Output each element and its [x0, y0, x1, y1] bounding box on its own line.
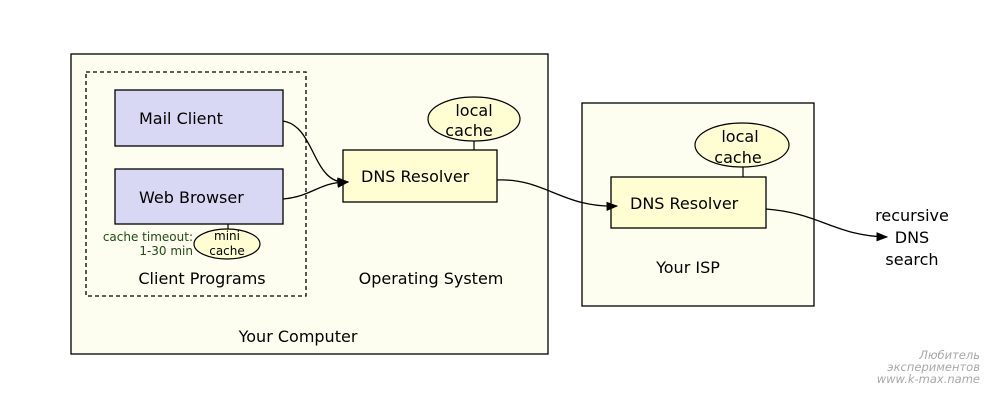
cache-timeout-line-2: 1-30 min — [139, 244, 193, 258]
arrow-isp-to-recursive-search — [765, 208, 889, 242]
mail-client-label: Mail Client — [139, 109, 223, 128]
watermark: Любитель экспериментов www.k-max.name — [877, 349, 980, 385]
isp-local-cache — [694, 122, 790, 168]
os-dns-resolver-label: DNS Resolver — [361, 167, 470, 186]
recursive-line-1: recursive — [875, 206, 949, 225]
watermark-line-3: www.k-max.name — [876, 372, 980, 386]
os-local-cache — [427, 96, 521, 142]
recursive-line-3: search — [885, 250, 938, 269]
cache-timeout-line-1: cache timeout: — [103, 230, 193, 244]
your-computer-label: Your Computer — [238, 327, 358, 346]
web-browser-box — [114, 168, 284, 225]
browser-cache-line-1: mini — [214, 229, 240, 243]
isp-dns-resolver-box — [610, 176, 767, 229]
os-cache-line-2: cache — [445, 121, 492, 140]
watermark-line-2: экспериментов — [887, 360, 980, 374]
client-programs-label: Client Programs — [138, 269, 265, 288]
arrow-os-to-isp-resolver — [496, 179, 619, 212]
isp-cache-line-2: cache — [714, 148, 761, 167]
arrow-browser-to-os-resolver — [282, 177, 350, 200]
browser-mini-cache — [193, 228, 261, 260]
your-isp-label: Your ISP — [655, 258, 720, 277]
client-programs-group — [85, 71, 307, 297]
web-browser-label: Web Browser — [139, 188, 244, 207]
mail-client-box — [114, 89, 284, 147]
isp-dns-resolver-label: DNS Resolver — [630, 194, 739, 213]
os-dns-resolver-box — [342, 149, 498, 203]
recursive-line-2: DNS — [895, 228, 929, 247]
watermark-line-1: Любитель — [919, 348, 980, 362]
isp-cache-line-1: local — [721, 127, 758, 146]
browser-cache-line-2: cache — [209, 244, 245, 258]
os-cache-line-1: local — [455, 101, 492, 120]
operating-system-label: Operating System — [359, 269, 504, 288]
